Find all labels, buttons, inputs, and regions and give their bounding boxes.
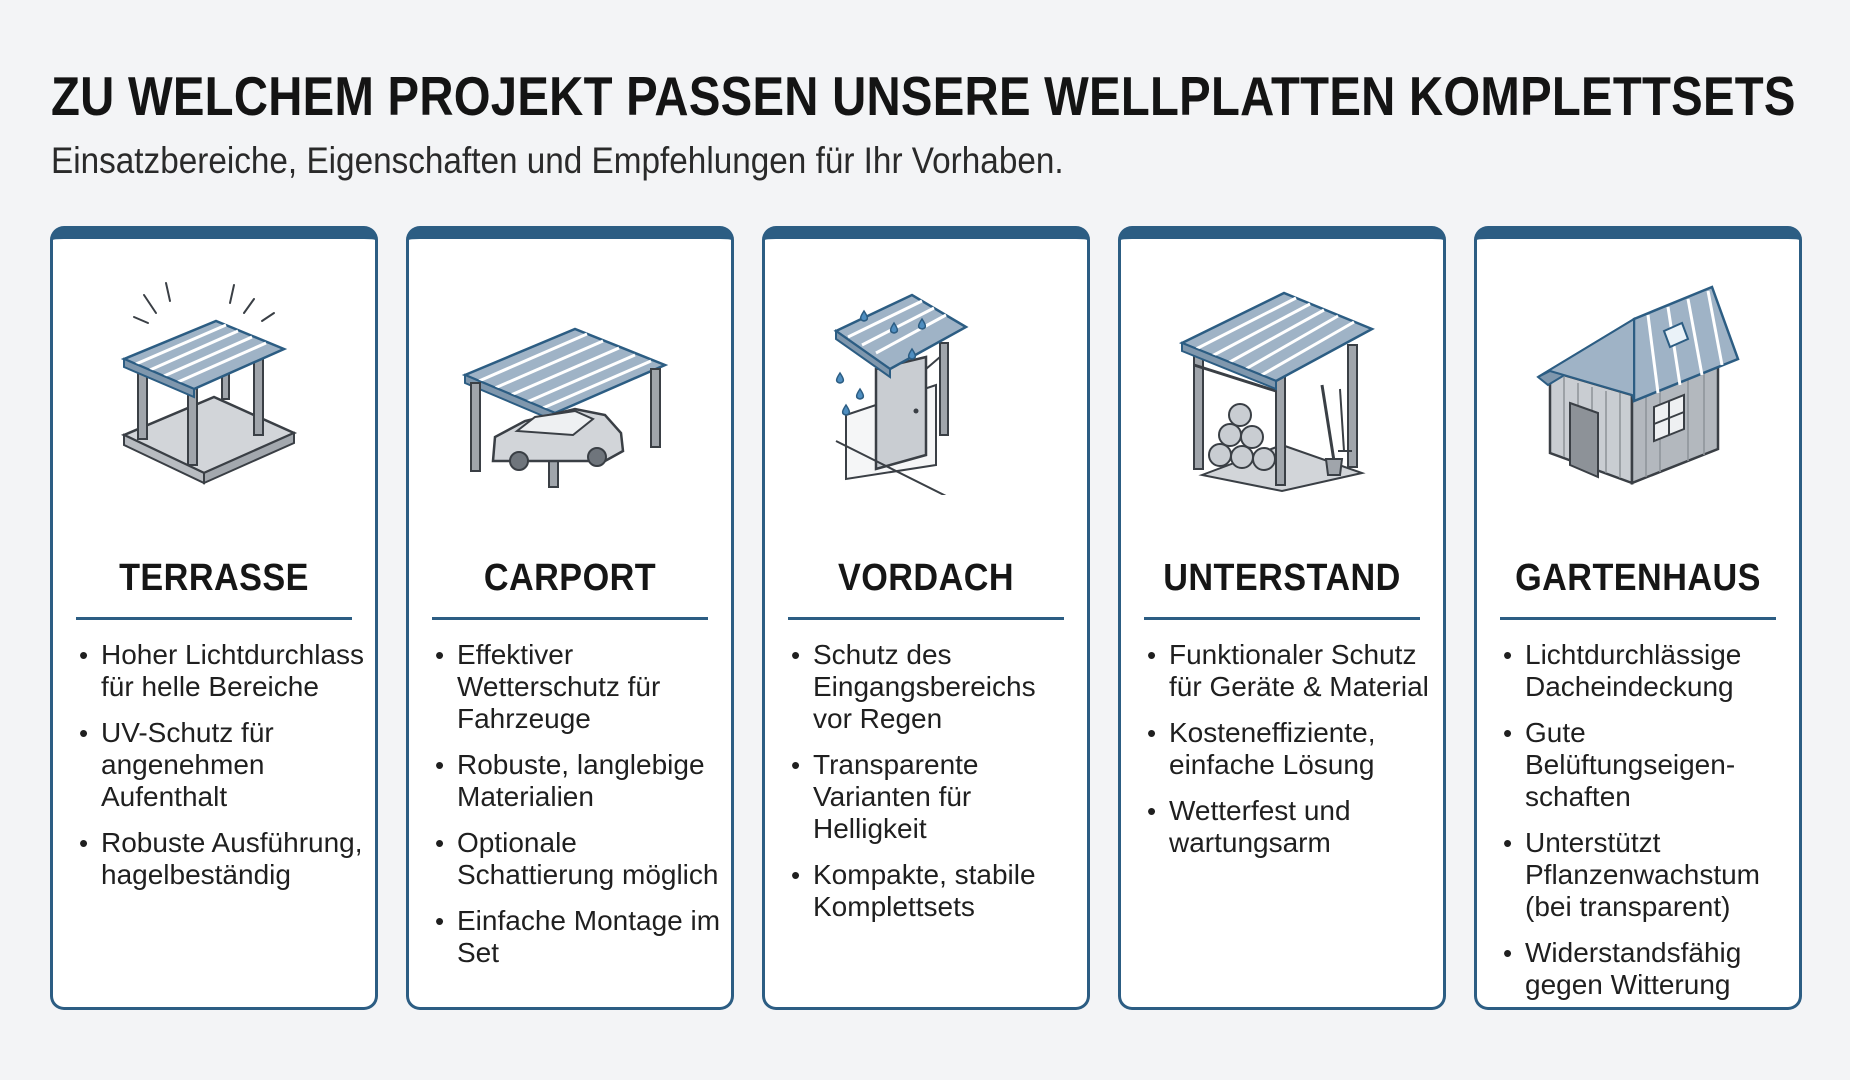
card-divider bbox=[432, 617, 708, 620]
card-terrasse: TERRASSE Hoher Lichtdurchlass für helle … bbox=[50, 226, 378, 1010]
feature-item: Robuste Ausführung, hagelbeständig bbox=[77, 827, 365, 891]
card-title: CARPORT bbox=[483, 557, 657, 599]
page-title: ZU WELCHEM PROJEKT PASSEN UNSERE WELLPLA… bbox=[51, 65, 1796, 127]
card-title: VORDACH bbox=[837, 557, 1015, 599]
card-divider bbox=[76, 617, 352, 620]
card-carport: CARPORT Effektiver Wetterschutz für Fahr… bbox=[406, 226, 734, 1010]
feature-item: Kosteneffiziente, einfache Lösung bbox=[1145, 717, 1433, 781]
terrace-pergola-icon bbox=[53, 265, 375, 495]
feature-item: Funktionaler Schutz für Geräte & Materia… bbox=[1145, 639, 1433, 703]
feature-item: Transparente Varianten für Helligkeit bbox=[789, 749, 1077, 845]
feature-item: Optionale Schattierung möglich bbox=[433, 827, 721, 891]
canopy-rain-door-icon bbox=[765, 265, 1087, 495]
page-subtitle: Einsatzbereiche, Eigenschaften und Empfe… bbox=[51, 140, 1064, 181]
feature-item: Widerstandsfähig gegen Witterung bbox=[1501, 937, 1789, 1001]
feature-item: Einfache Montage im Set bbox=[433, 905, 721, 969]
feature-item: Hoher Lichtdurchlass für helle Bereiche bbox=[77, 639, 365, 703]
feature-list: Schutz des Eingangsbereichs vor Regen Tr… bbox=[789, 639, 1077, 937]
garden-house-icon bbox=[1477, 265, 1799, 495]
card-unterstand: UNTERSTAND Funktionaler Schutz für Gerät… bbox=[1118, 226, 1446, 1010]
feature-item: Gute Belüftungseigen-schaften bbox=[1501, 717, 1789, 813]
page-header: ZU WELCHEM PROJEKT PASSEN UNSERE WELLPLA… bbox=[51, 60, 1811, 184]
feature-item: Effektiver Wetterschutz für Fahrzeuge bbox=[433, 639, 721, 735]
feature-item: Schutz des Eingangsbereichs vor Regen bbox=[789, 639, 1077, 735]
carport-car-icon bbox=[409, 265, 731, 495]
card-divider bbox=[1500, 617, 1776, 620]
card-gartenhaus: GARTENHAUS Lichtdurchlässige Dacheindeck… bbox=[1474, 226, 1802, 1010]
card-title: UNTERSTAND bbox=[1163, 557, 1401, 599]
card-vordach: VORDACH Schutz des Eingangsbereichs vor … bbox=[762, 226, 1090, 1010]
feature-list: Lichtdurchlässige Dacheindeckung Gute Be… bbox=[1501, 639, 1789, 1015]
feature-list: Effektiver Wetterschutz für Fahrzeuge Ro… bbox=[433, 639, 721, 983]
shelter-firewood-icon bbox=[1121, 265, 1443, 495]
feature-item: Wetterfest und wartungsarm bbox=[1145, 795, 1433, 859]
card-title: GARTENHAUS bbox=[1515, 557, 1761, 599]
feature-item: Lichtdurchlässige Dacheindeckung bbox=[1501, 639, 1789, 703]
feature-list: Funktionaler Schutz für Geräte & Materia… bbox=[1145, 639, 1433, 873]
card-title: TERRASSE bbox=[119, 557, 309, 599]
feature-item: Kompakte, stabile Komplettsets bbox=[789, 859, 1077, 923]
feature-item: Robuste, langlebige Materialien bbox=[433, 749, 721, 813]
card-divider bbox=[788, 617, 1064, 620]
feature-item: Unterstützt Pflanzenwachstum (bei transp… bbox=[1501, 827, 1789, 923]
card-divider bbox=[1144, 617, 1420, 620]
feature-list: Hoher Lichtdurchlass für helle Bereiche … bbox=[77, 639, 365, 905]
feature-item: UV-Schutz für angenehmen Aufenthalt bbox=[77, 717, 365, 813]
